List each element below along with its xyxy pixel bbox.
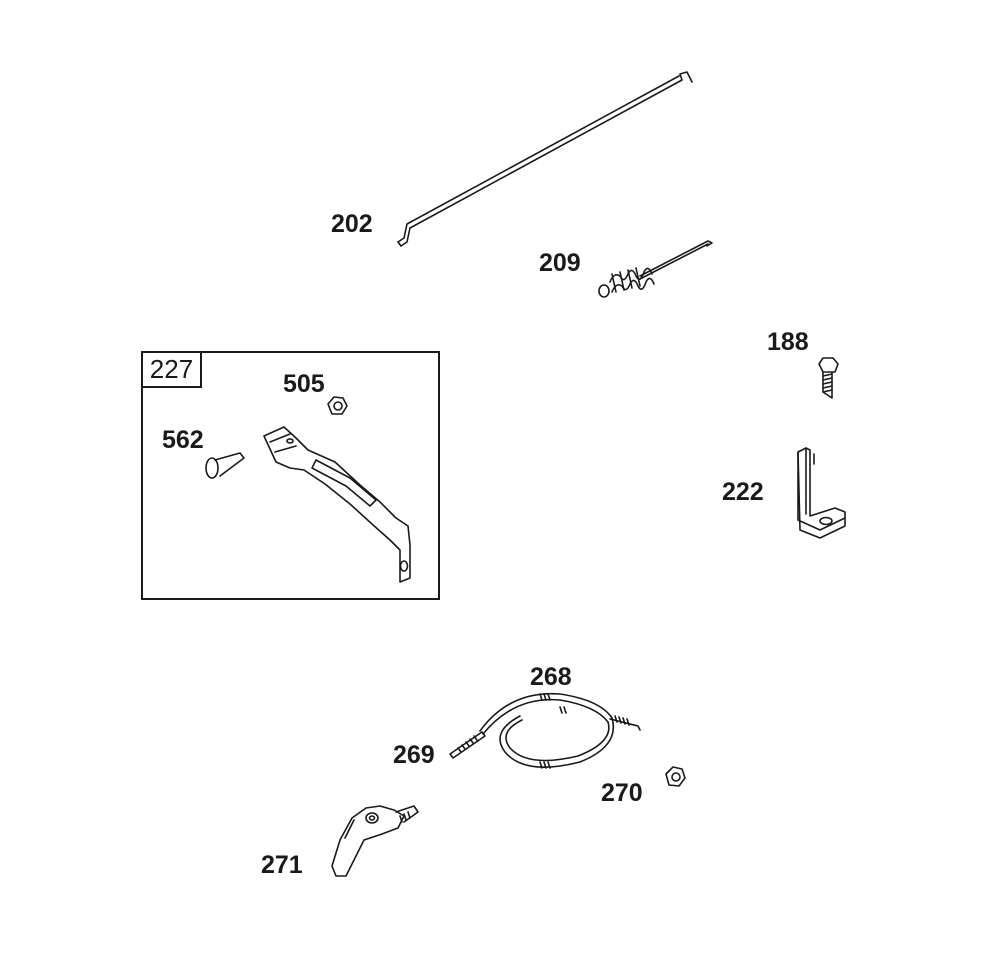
part-505-nut[interactable] (327, 396, 348, 415)
label-222[interactable]: 222 (722, 478, 764, 506)
label-269[interactable]: 269 (393, 741, 435, 769)
kit-227-frame (141, 351, 440, 600)
part-209-spring[interactable] (598, 240, 713, 298)
part-271-lever[interactable] (331, 805, 419, 877)
label-202[interactable]: 202 (331, 210, 373, 238)
part-222-bracket[interactable] (797, 447, 846, 539)
part-270-nut[interactable] (665, 766, 686, 787)
part-562-pin[interactable] (205, 452, 245, 479)
label-268[interactable]: 268 (530, 663, 572, 691)
part-268-cable[interactable] (479, 692, 641, 769)
part-269-cable-end[interactable] (449, 731, 486, 759)
part-188-bolt[interactable] (818, 357, 839, 399)
label-271[interactable]: 271 (261, 851, 303, 879)
part-202-link-rod[interactable] (397, 71, 693, 247)
label-270[interactable]: 270 (601, 779, 643, 807)
part-227-control-lever[interactable] (263, 426, 411, 583)
kit-227-tag[interactable]: 227 (141, 351, 202, 388)
label-209[interactable]: 209 (539, 249, 581, 277)
label-562[interactable]: 562 (162, 426, 204, 454)
label-188[interactable]: 188 (767, 328, 809, 356)
label-505[interactable]: 505 (283, 370, 325, 398)
